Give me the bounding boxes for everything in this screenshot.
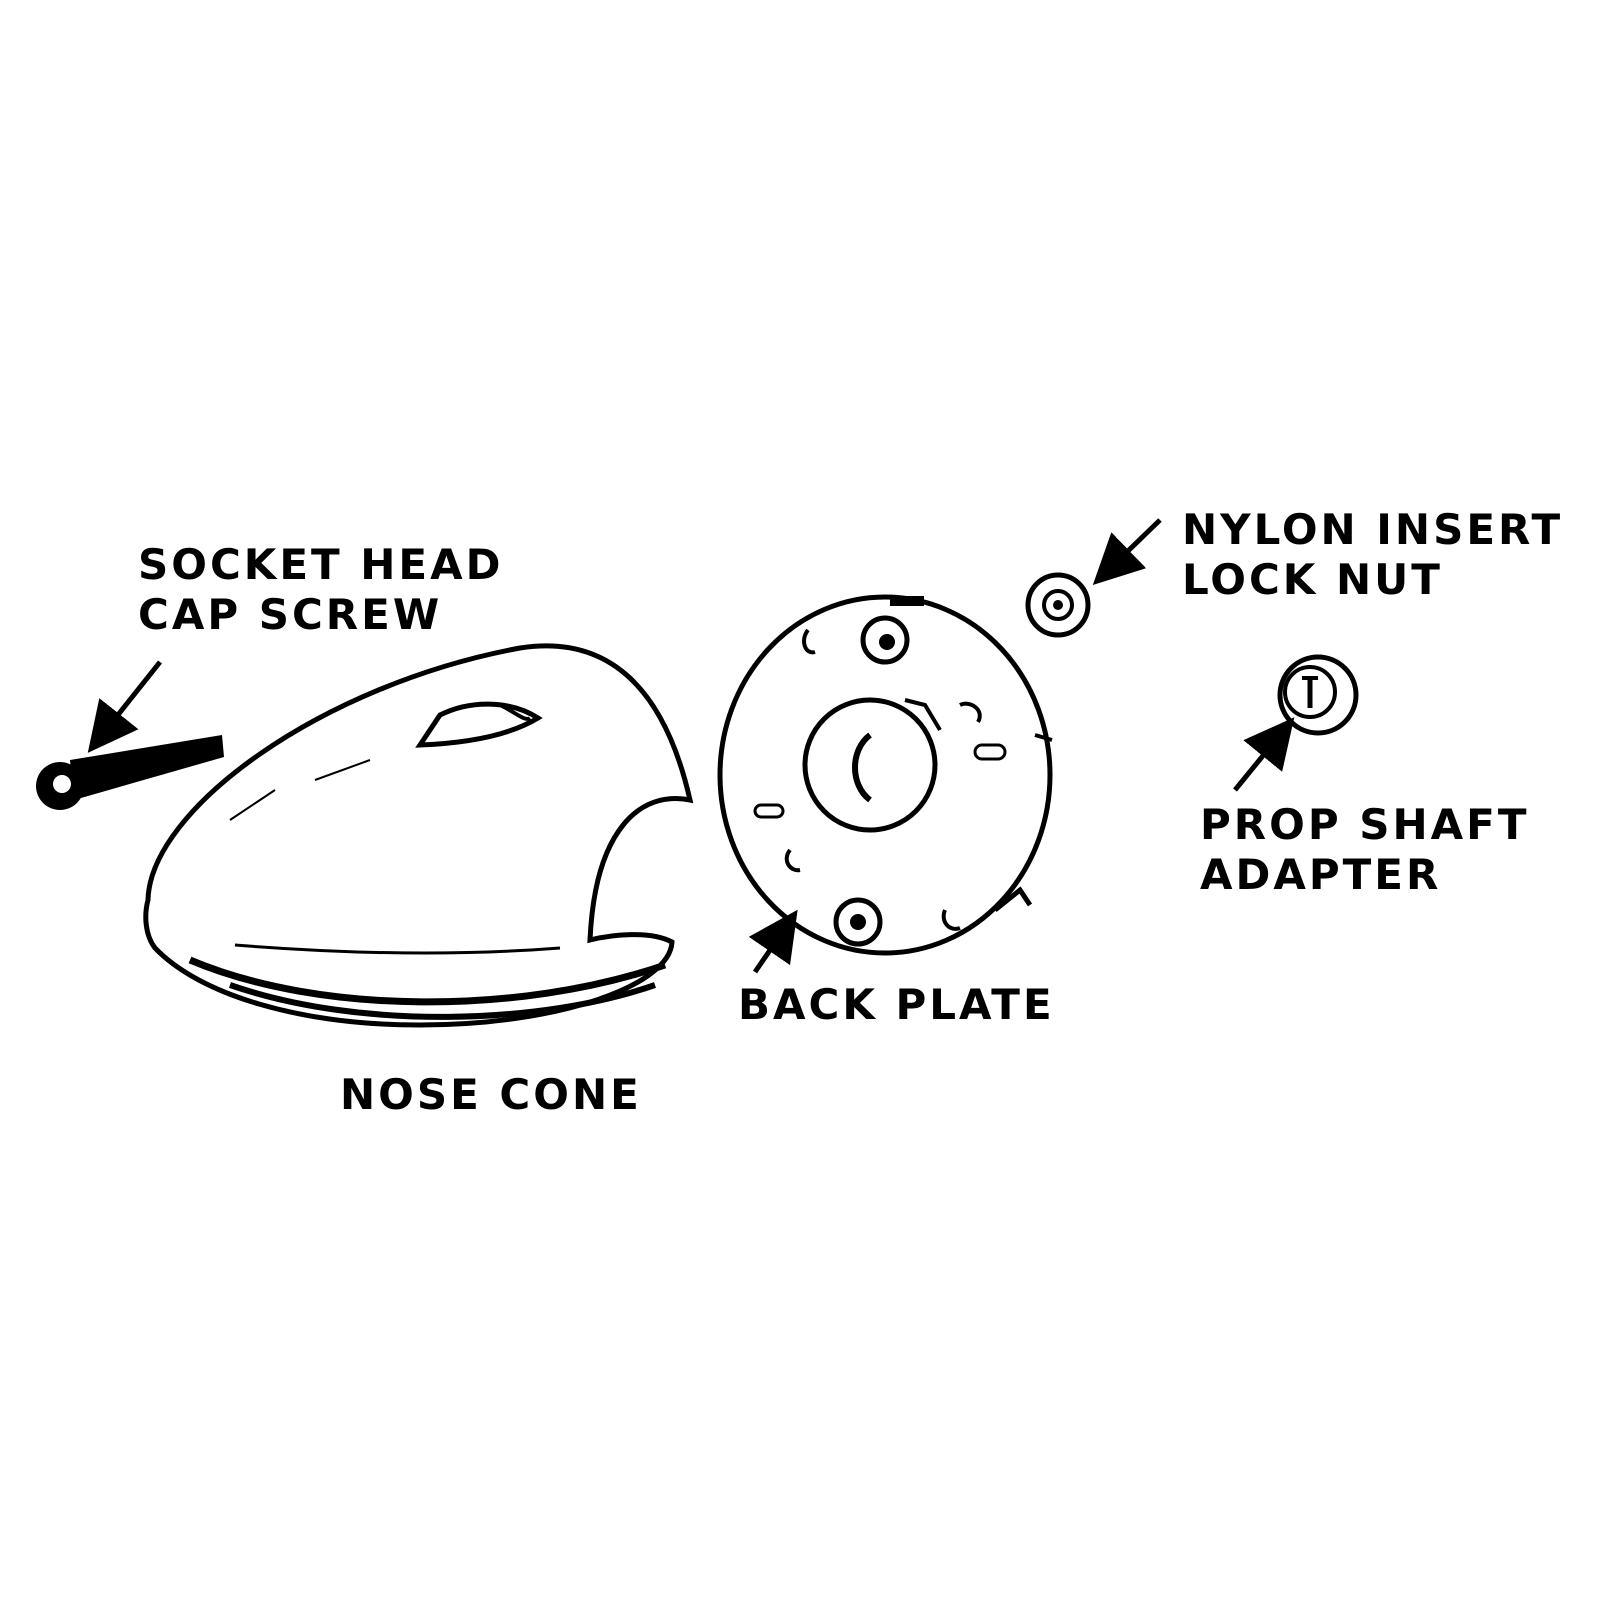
nose-cone-label: NOSE CONE (340, 1070, 642, 1120)
socket-head-cap-screw-label-line-2: CAP SCREW (138, 590, 443, 639)
back-plate-label: BACK PLATE (738, 980, 1055, 1030)
adapter-pointer-arrow (1233, 717, 1295, 792)
nose-cone-label-text: NOSE CONE (340, 1070, 642, 1119)
nylon-insert-lock-nut-label-line-2: LOCK NUT (1182, 555, 1443, 604)
lock-nut-pointer-arrow (1092, 518, 1162, 585)
socket-head-cap-screw-label-line-1: SOCKET HEAD (138, 540, 504, 589)
screw-pointer-arrow (87, 660, 162, 753)
nylon-insert-lock-nut-label-line-1: NYLON INSERT (1182, 505, 1564, 554)
prop-shaft-adapter-label-line-2: ADAPTER (1200, 850, 1442, 899)
socket-head-cap-screw-label: SOCKET HEAD CAP SCREW (138, 540, 504, 640)
back-plate-label-text: BACK PLATE (738, 980, 1055, 1029)
nose-cone (143, 643, 694, 1028)
prop-shaft-adapter-label: PROP SHAFT ADAPTER (1200, 800, 1529, 900)
back-plate-pointer-arrow (748, 909, 798, 974)
prop-shaft-adapter-label-line-1: PROP SHAFT (1200, 800, 1530, 849)
socket-head-cap-screw (36, 735, 224, 810)
prop-shaft-adapter (1277, 654, 1359, 736)
back-plate (717, 594, 1053, 956)
nylon-insert-lock-nut-label: NYLON INSERT LOCK NUT (1182, 505, 1563, 605)
nylon-insert-lock-nut (1025, 572, 1091, 638)
